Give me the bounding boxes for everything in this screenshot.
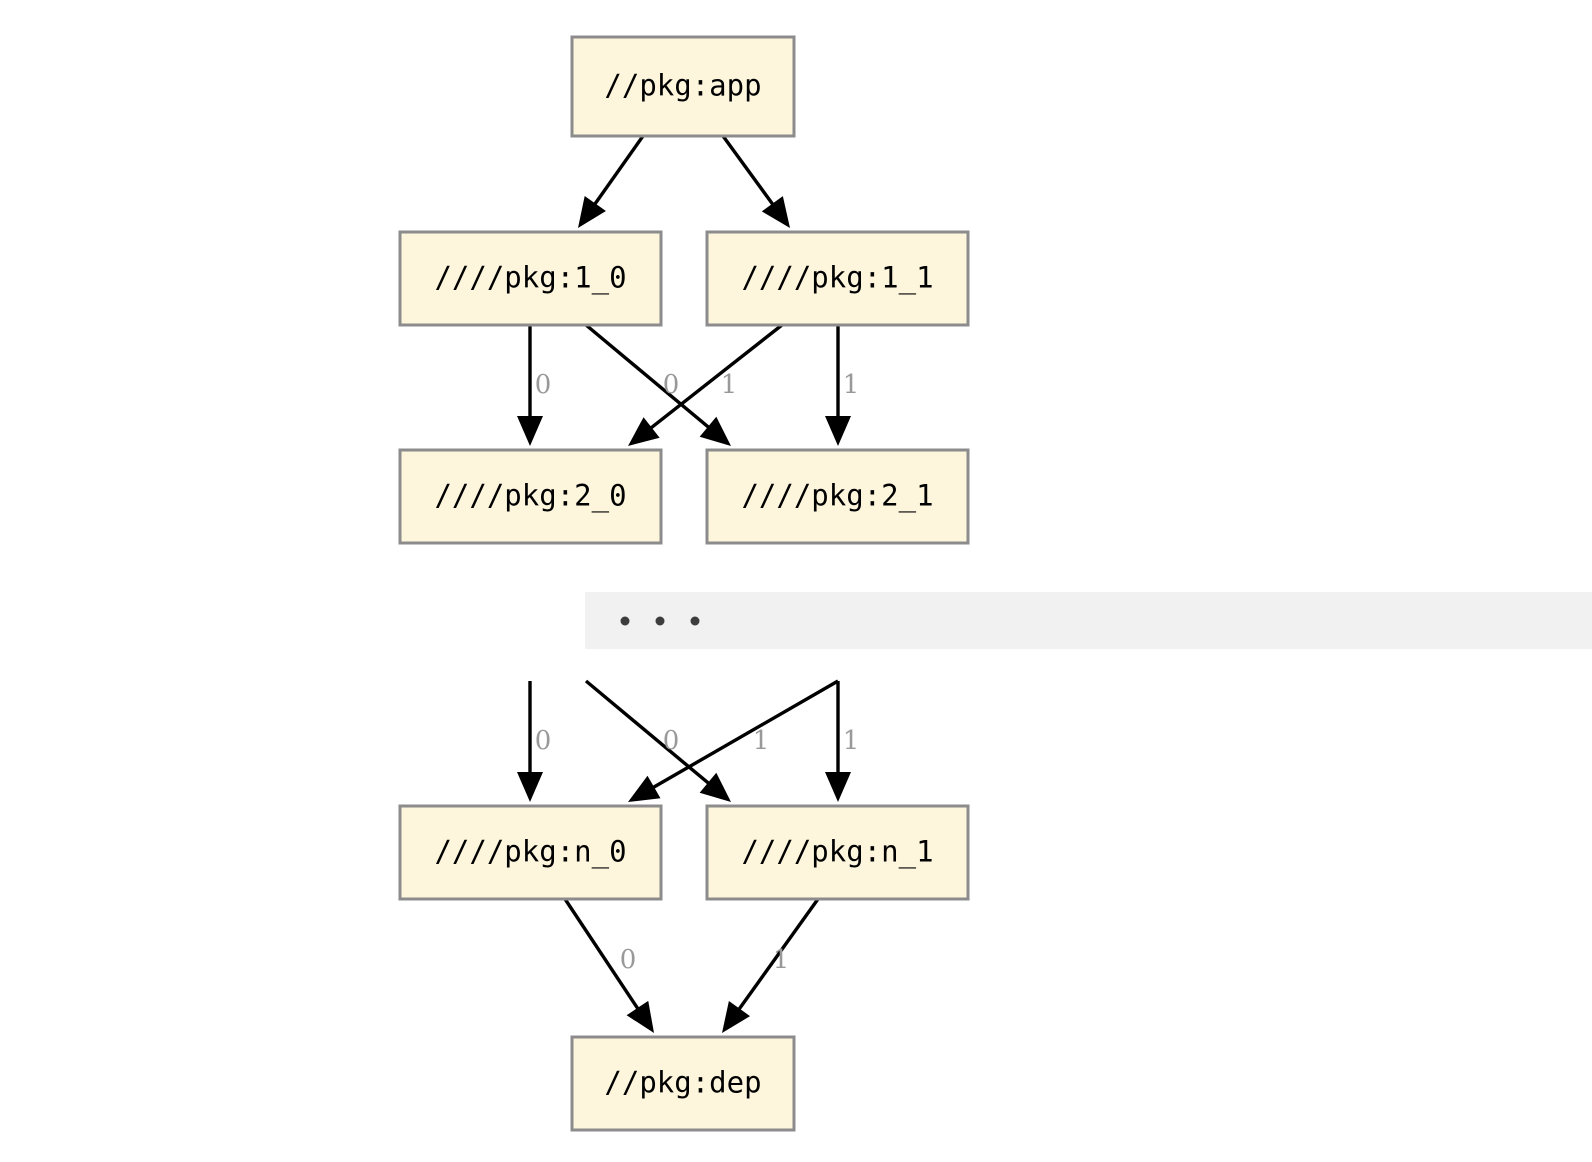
edge: 1 <box>628 323 784 446</box>
node-label: ////pkg:2_1 <box>741 479 933 514</box>
edge: 0 <box>584 323 731 446</box>
edge-line <box>721 134 777 208</box>
edge-label: 1 <box>843 726 860 756</box>
edge-line <box>584 323 713 431</box>
arrowhead-icon <box>628 775 661 802</box>
node-label: ////pkg:1_1 <box>741 261 933 296</box>
edge: 1 <box>722 898 820 1033</box>
arrowhead-icon <box>699 416 731 446</box>
edge-label: 0 <box>663 726 680 756</box>
node-box[interactable] <box>705 448 970 545</box>
edge-label: 0 <box>663 370 680 400</box>
edge-line <box>563 898 642 1013</box>
edge-layer: 0 0 1 1 0 0 1 1 0 1 <box>517 134 859 1033</box>
node-label: ////pkg:n_0 <box>434 835 626 870</box>
edge: 1 <box>825 325 859 446</box>
edge-label: 1 <box>773 945 790 975</box>
arrowhead-icon <box>517 772 543 802</box>
edge: 0 <box>517 681 551 802</box>
edge-label: 1 <box>843 370 860 400</box>
node-nn_0[interactable]: ////pkg:n_0 <box>398 804 663 901</box>
edge-line <box>647 323 784 432</box>
node-box[interactable] <box>398 230 663 327</box>
edge: 1 <box>825 681 859 802</box>
node-dep[interactable]: //pkg:dep <box>570 1035 796 1132</box>
node-n2_0[interactable]: ////pkg:2_0 <box>398 448 663 545</box>
node-n1_1[interactable]: ////pkg:1_1 <box>705 230 970 327</box>
arrowhead-icon <box>825 772 851 802</box>
edge-label: 0 <box>535 726 552 756</box>
dot-3-icon <box>690 616 700 626</box>
edge-label: 1 <box>753 726 770 756</box>
arrowhead-icon <box>825 416 851 446</box>
node-box[interactable] <box>398 804 663 901</box>
arrowhead-icon <box>699 772 731 802</box>
dot-2-icon <box>655 616 665 626</box>
edge: 1 <box>628 679 839 802</box>
arrowhead-icon <box>626 1000 654 1033</box>
node-n2_1[interactable]: ////pkg:2_1 <box>705 448 970 545</box>
edge-label: 1 <box>721 370 738 400</box>
node-layer: //pkg:app ////pkg:1_0 ////pkg:1_1 ////pkg:2… <box>398 35 970 1132</box>
arrowhead-icon <box>761 196 790 228</box>
arrowhead-icon <box>578 195 606 228</box>
edge <box>721 134 790 228</box>
node-label: ////pkg:n_1 <box>741 835 933 870</box>
arrowhead-icon <box>628 417 660 446</box>
ellipsis-separator <box>585 592 1592 649</box>
node-n1_0[interactable]: ////pkg:1_0 <box>398 230 663 327</box>
node-label: //pkg:dep <box>604 1066 761 1100</box>
node-box[interactable] <box>705 230 970 327</box>
node-nn_1[interactable]: ////pkg:n_1 <box>705 804 970 901</box>
arrowhead-icon <box>517 416 543 446</box>
node-box[interactable] <box>398 448 663 545</box>
edge-line <box>735 898 820 1013</box>
node-label: ////pkg:2_0 <box>434 479 626 514</box>
edge-line <box>584 679 713 787</box>
edge-line <box>649 679 839 791</box>
node-label: //pkg:app <box>604 69 761 103</box>
arrowhead-icon <box>722 1001 751 1033</box>
node-box[interactable] <box>705 804 970 901</box>
dot-1-icon <box>620 616 630 626</box>
edge <box>578 135 645 228</box>
edge-line <box>591 135 645 208</box>
node-app[interactable]: //pkg:app <box>570 35 796 138</box>
edge-label: 0 <box>535 370 552 400</box>
edge-label: 0 <box>620 945 637 975</box>
ellipsis-band <box>585 592 1592 649</box>
node-label: ////pkg:1_0 <box>434 261 626 296</box>
edge: 0 <box>563 898 654 1033</box>
node-box[interactable] <box>570 35 796 138</box>
node-box[interactable] <box>570 1035 796 1132</box>
edge: 0 <box>517 325 551 446</box>
